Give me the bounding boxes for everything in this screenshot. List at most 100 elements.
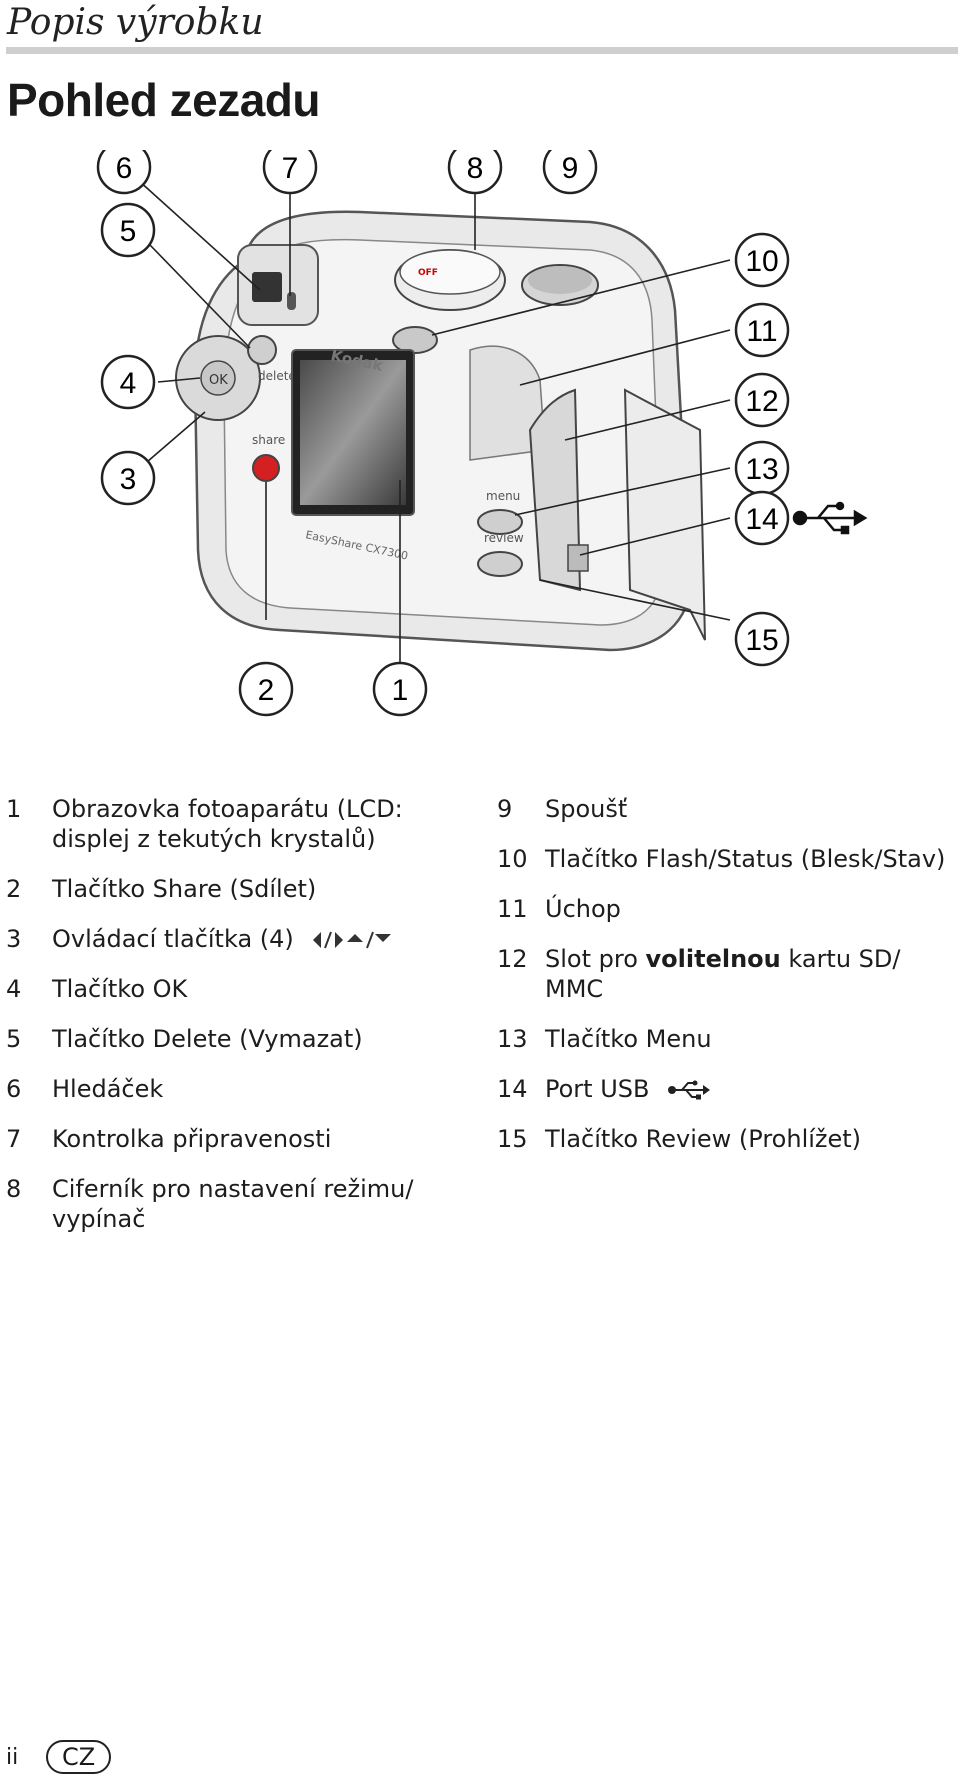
legend-text: Obrazovka fotoaparátu (LCD: displej z te… bbox=[52, 795, 403, 853]
camera-rear-view-figure: OFF OK delete share Kodak EasyShare CX73… bbox=[96, 150, 868, 717]
delete-label: delete bbox=[258, 369, 296, 383]
legend-number: 5 bbox=[6, 1025, 22, 1053]
legend-text: Ciferník pro nastavení režimu/ vypínač bbox=[52, 1175, 414, 1233]
legend-item: 8 Ciferník pro nastavení režimu/ vypínač bbox=[0, 1174, 470, 1234]
svg-text:5: 5 bbox=[120, 215, 137, 248]
legend-item: 9 Spoušť bbox=[497, 794, 957, 824]
usb-icon bbox=[668, 1080, 711, 1100]
legend-item: 7 Kontrolka připravenosti bbox=[0, 1124, 470, 1154]
legend-number: 12 bbox=[497, 945, 528, 973]
legend-item: 1 Obrazovka fotoaparátu (LCD: displej z … bbox=[0, 794, 470, 854]
legend-text: Tlačítko Share (Sdílet) bbox=[52, 875, 317, 903]
callout-8: 8 bbox=[447, 150, 503, 195]
viewfinder bbox=[237, 244, 319, 326]
legend-number: 13 bbox=[497, 1025, 528, 1053]
legend-text: Tlačítko Review (Prohlížet) bbox=[545, 1125, 862, 1153]
legend-number: 1 bbox=[6, 795, 22, 823]
callout-11: 11 bbox=[734, 302, 790, 358]
legend-text: Port USB bbox=[545, 1075, 650, 1103]
svg-text:14: 14 bbox=[745, 503, 778, 536]
legend-text: Hledáček bbox=[52, 1075, 164, 1103]
dial-off-label: OFF bbox=[418, 268, 438, 278]
callout-9: 9 bbox=[542, 150, 598, 195]
callout-10: 10 bbox=[734, 232, 790, 288]
svg-text:2: 2 bbox=[258, 674, 275, 707]
section-title: Popis výrobku bbox=[7, 2, 264, 43]
callout-6: 6 bbox=[96, 150, 152, 195]
svg-text:9: 9 bbox=[562, 152, 579, 185]
flash-status-button bbox=[392, 326, 438, 354]
shutter-button bbox=[521, 264, 599, 306]
callout-14: 14 bbox=[734, 490, 790, 546]
delete-button bbox=[247, 335, 277, 365]
legend-text-bold: volitelnou bbox=[645, 945, 781, 973]
callout-leaders bbox=[137, 179, 731, 662]
callout-15: 15 bbox=[734, 611, 790, 667]
callout-circles: 1 2 3 4 5 6 7 8 9 10 11 12 13 14 15 bbox=[96, 150, 790, 717]
svg-text:12: 12 bbox=[745, 385, 778, 418]
legend-number: 15 bbox=[497, 1125, 528, 1153]
menu-label: menu bbox=[486, 489, 520, 503]
callout-3: 3 bbox=[100, 450, 156, 506]
legend-left: 1 Obrazovka fotoaparátu (LCD: displej z … bbox=[0, 794, 470, 1254]
legend-number: 6 bbox=[6, 1075, 22, 1103]
legend-item: 5 Tlačítko Delete (Vymazat) bbox=[0, 1024, 470, 1054]
legend-number: 9 bbox=[497, 795, 513, 823]
legend-text: Kontrolka připravenosti bbox=[52, 1125, 332, 1153]
legend-item: 6 Hledáček bbox=[0, 1074, 470, 1104]
legend-item: 4 Tlačítko OK bbox=[0, 974, 470, 1004]
legend-text-pre: Slot pro bbox=[545, 945, 646, 973]
callout-5: 5 bbox=[100, 202, 156, 258]
legend-number: 3 bbox=[6, 925, 22, 953]
svg-text:1: 1 bbox=[392, 674, 409, 707]
review-button bbox=[477, 551, 523, 577]
svg-text:4: 4 bbox=[120, 367, 137, 400]
legend-number: 11 bbox=[497, 895, 528, 923]
share-button bbox=[252, 454, 280, 482]
callout-4: 4 bbox=[100, 354, 156, 410]
ok-label: OK bbox=[209, 373, 228, 388]
legend-text: Tlačítko OK bbox=[52, 975, 188, 1003]
title-divider bbox=[6, 47, 958, 54]
legend-number: 10 bbox=[497, 845, 528, 873]
menu-button bbox=[477, 509, 523, 535]
svg-text:8: 8 bbox=[467, 152, 484, 185]
review-label: review bbox=[484, 531, 524, 545]
page-number: ii bbox=[6, 1744, 19, 1770]
callout-13: 13 bbox=[734, 440, 790, 496]
legend-text: Tlačítko Menu bbox=[545, 1025, 712, 1053]
page-footer: ii CZ bbox=[6, 1740, 112, 1774]
legend-number: 14 bbox=[497, 1075, 528, 1103]
legend-item: 3 Ovládací tlačítka (4) bbox=[0, 924, 470, 954]
legend-number: 7 bbox=[6, 1125, 22, 1153]
svg-text:15: 15 bbox=[745, 624, 778, 657]
legend-number: 2 bbox=[6, 875, 22, 903]
callout-7: 7 bbox=[262, 150, 318, 195]
legend-item: 11 Úchop bbox=[497, 894, 957, 924]
callout-1: 1 bbox=[372, 661, 428, 717]
legend-text: Tlačítko Flash/Status (Blesk/Stav) bbox=[545, 845, 946, 873]
legend-text: Spoušť bbox=[545, 795, 628, 823]
mode-dial: OFF bbox=[394, 249, 506, 311]
legend-item: 14 Port USB bbox=[497, 1074, 957, 1104]
legend-item: 12 Slot pro volitelnou kartu SD/ MMC bbox=[497, 944, 957, 1004]
control-pad: OK bbox=[175, 335, 261, 421]
legend-right: 9 Spoušť 10 Tlačítko Flash/Status (Blesk… bbox=[497, 794, 957, 1174]
usb-port bbox=[567, 544, 589, 572]
svg-text:11: 11 bbox=[746, 315, 777, 348]
share-label: share bbox=[252, 433, 285, 447]
legend-text-post: kartu SD/ MMC bbox=[545, 945, 901, 1003]
callout-2: 2 bbox=[238, 661, 294, 717]
callout-12: 12 bbox=[734, 372, 790, 428]
legend-text: Ovládací tlačítka (4) bbox=[52, 925, 294, 953]
arrow-buttons-icon bbox=[313, 931, 392, 949]
legend-number: 4 bbox=[6, 975, 22, 1003]
page-title: Pohled zezadu bbox=[7, 74, 320, 126]
legend-number: 8 bbox=[6, 1175, 22, 1203]
svg-text:3: 3 bbox=[120, 463, 137, 496]
legend-text: Úchop bbox=[545, 895, 621, 923]
legend-item: 13 Tlačítko Menu bbox=[497, 1024, 957, 1054]
svg-text:6: 6 bbox=[116, 152, 133, 185]
legend-item: 10 Tlačítko Flash/Status (Blesk/Stav) bbox=[497, 844, 957, 874]
legend-item: 15 Tlačítko Review (Prohlížet) bbox=[497, 1124, 957, 1154]
